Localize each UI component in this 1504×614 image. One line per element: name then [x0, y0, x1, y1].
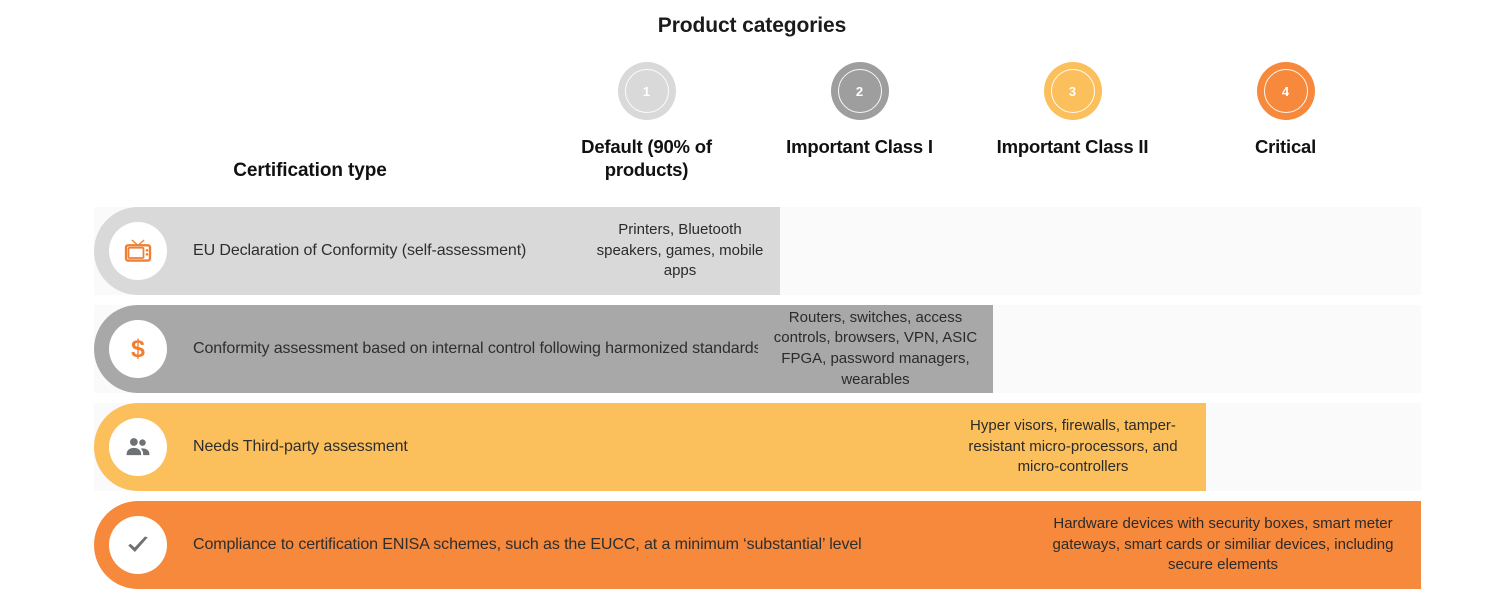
row-label-3: Needs Third-party assessment: [193, 438, 408, 456]
row-cell-3-cat3: Hyper visors, firewalls, tamper-resistan…: [940, 403, 1206, 491]
row-label-1: EU Declaration of Conformity (self-asses…: [193, 242, 527, 260]
category-badge-1: 1: [617, 62, 676, 120]
row-cell-4-cat4: Hardware devices with security boxes, sm…: [1025, 501, 1421, 589]
category-column-2[interactable]: 2 Important Class I: [753, 62, 966, 197]
page-title: Product categories: [657, 14, 847, 37]
people-group-icon: [109, 418, 167, 476]
category-label-3: Important Class II: [996, 136, 1149, 157]
svg-text:$: $: [131, 335, 145, 363]
row-label-4: Compliance to certification ENISA scheme…: [193, 536, 862, 554]
television-icon: [109, 222, 167, 280]
category-number-2: 2: [837, 69, 882, 113]
category-column-4[interactable]: 4 Critical: [1179, 62, 1392, 197]
category-number-4: 4: [1263, 69, 1308, 113]
category-label-2: Important Class I: [786, 136, 933, 157]
category-badge-2: 2: [830, 62, 889, 120]
row-cell-2-cat2: Routers, switches, access controls, brow…: [758, 305, 993, 393]
category-label-1: Default (90% of products): [581, 136, 712, 181]
category-headers: 1 Default (90% of products) 2 Important …: [540, 62, 1504, 197]
category-label-4: Critical: [1254, 136, 1317, 157]
category-badge-3: 3: [1043, 62, 1102, 120]
category-column-3[interactable]: 3 Important Class II: [966, 62, 1179, 197]
certification-type-header: Certification type: [233, 160, 387, 181]
row-label-2: Conformity assessment based on internal …: [193, 340, 891, 358]
category-column-1[interactable]: 1 Default (90% of products): [540, 62, 753, 197]
category-number-1: 1: [624, 69, 669, 113]
row-cell-1-cat1: Printers, Bluetooth speakers, games, mob…: [580, 207, 780, 295]
dollar-sign-icon: $: [109, 320, 167, 378]
check-mark-icon: [109, 516, 167, 574]
category-number-3: 3: [1050, 69, 1095, 113]
category-badge-4: 4: [1256, 62, 1315, 120]
